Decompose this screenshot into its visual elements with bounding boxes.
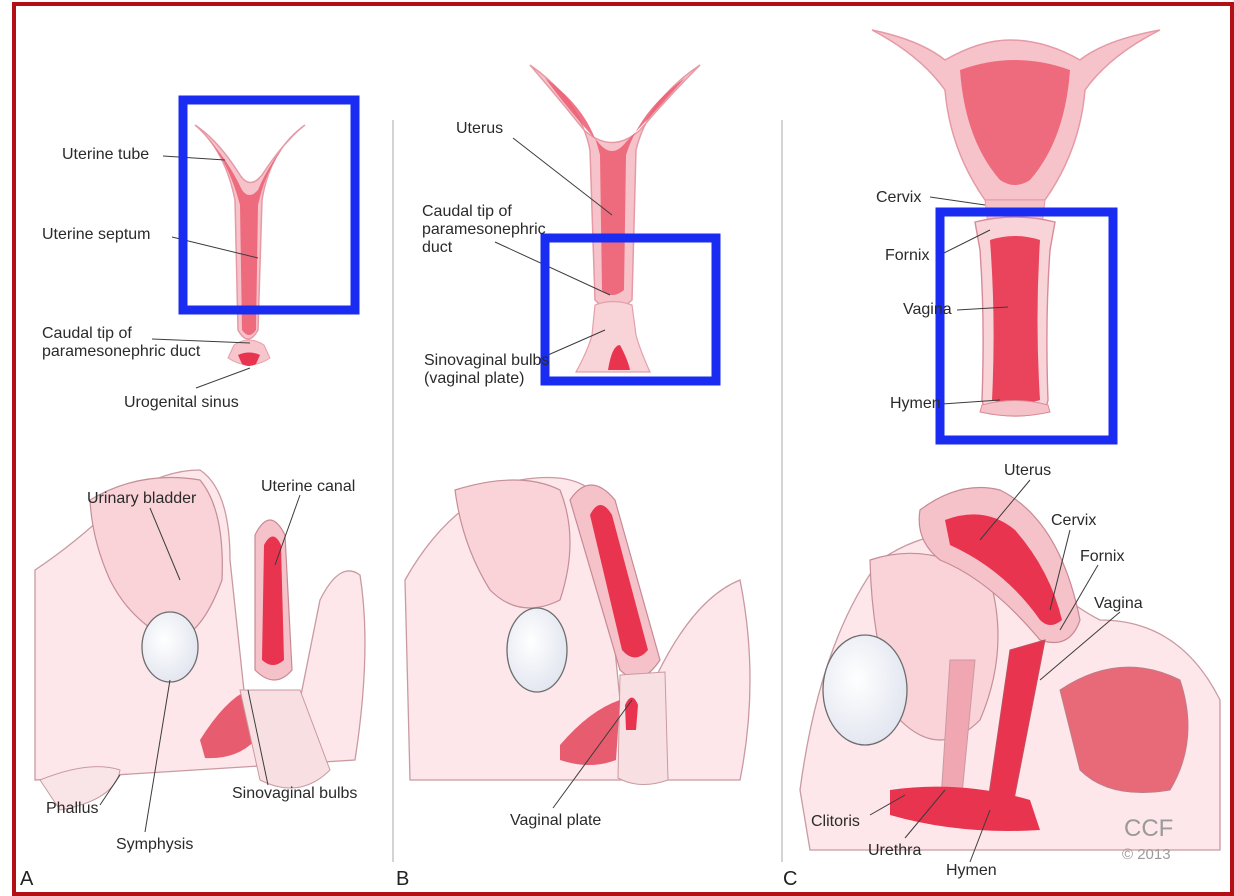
label-fornix-c: Fornix <box>1080 548 1124 566</box>
label-uterine-canal: Uterine canal <box>261 478 355 496</box>
label-vagina-c: Vagina <box>1094 595 1143 613</box>
label-uterine-tube: Uterine tube <box>62 146 149 164</box>
panel-c-bottom-illustration <box>800 488 1220 851</box>
label-urinary-bladder: Urinary bladder <box>87 490 196 508</box>
label-symphysis: Symphysis <box>116 836 193 854</box>
label-cervix-top: Cervix <box>876 189 921 207</box>
label-hymen-top: Hymen <box>890 395 941 413</box>
label-cervix-c: Cervix <box>1051 512 1096 530</box>
label-uterus-b: Uterus <box>456 120 503 138</box>
highlight-box-a <box>183 100 355 310</box>
label-vaginal-plate: Vaginal plate <box>510 812 601 830</box>
label-fornix-top: Fornix <box>885 247 929 265</box>
label-uterus-c: Uterus <box>1004 462 1051 480</box>
label-phallus: Phallus <box>46 800 98 818</box>
label-caudal-tip-a: Caudal tip of paramesonephric duct <box>42 325 200 361</box>
label-sinovaginal-bulbs-b: Sinovaginal bulbs (vaginal plate) <box>424 352 549 388</box>
watermark-year: © 2013 <box>1122 846 1171 863</box>
label-vagina-top: Vagina <box>903 301 952 319</box>
panel-b-top-illustration <box>530 65 700 372</box>
label-hymen-c: Hymen <box>946 862 997 880</box>
panel-letter-c: C <box>783 868 797 891</box>
label-urethra: Urethra <box>868 842 921 860</box>
label-uterine-septum: Uterine septum <box>42 226 151 244</box>
panel-b-bottom-illustration <box>405 478 750 785</box>
panel-letter-a: A <box>20 868 33 891</box>
label-sinovaginal-bulbs-a: Sinovaginal bulbs <box>232 785 357 803</box>
watermark-ccf: CCF <box>1124 815 1173 843</box>
label-clitoris: Clitoris <box>811 813 860 831</box>
panel-letter-b: B <box>396 868 409 891</box>
panel-a-top-illustration <box>195 125 305 366</box>
panel-a-bottom-illustration <box>35 470 365 810</box>
label-urogenital-sinus: Urogenital sinus <box>124 394 239 412</box>
label-caudal-tip-b: Caudal tip of paramesonephric duct <box>422 203 546 257</box>
